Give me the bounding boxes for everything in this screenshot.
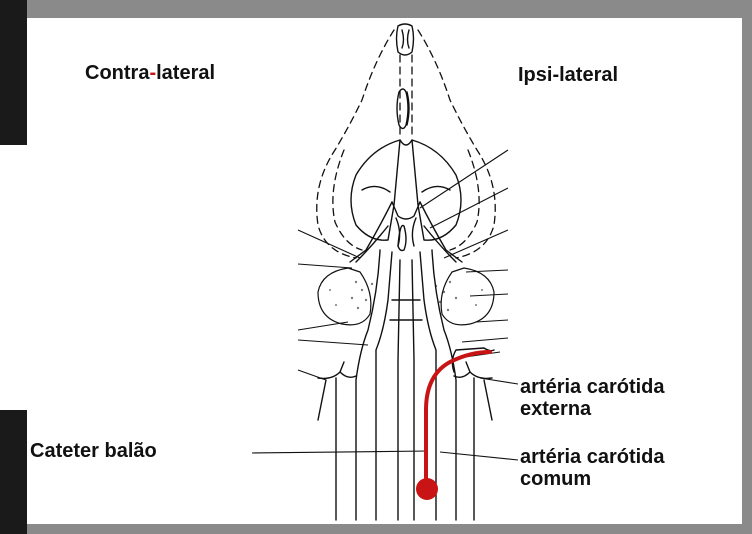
pointer-lines bbox=[252, 150, 518, 460]
label-externa-line1: artéria carótida bbox=[520, 376, 665, 398]
label-contra-lateral: Contra-lateral bbox=[85, 62, 215, 84]
label-cateter-balao: Cateter balão bbox=[30, 440, 157, 462]
pointer-comum bbox=[440, 452, 518, 460]
stipple-shading bbox=[329, 281, 483, 311]
label-ipsi-lateral: Ipsi-lateral bbox=[518, 64, 618, 86]
cerebral-hemispheres bbox=[351, 140, 461, 240]
pointer-cateter bbox=[252, 451, 428, 453]
label-comum-line2: comum bbox=[520, 468, 665, 490]
carotid-arteries bbox=[318, 348, 494, 520]
pointer-externa bbox=[480, 378, 518, 384]
circle-of-willis bbox=[350, 202, 462, 262]
olfactory-tract bbox=[397, 89, 409, 129]
label-externa-line2: externa bbox=[520, 398, 665, 420]
cerebellum bbox=[318, 268, 494, 325]
label-arteria-carotida-comum: artéria carótida comum bbox=[520, 446, 665, 490]
brainstem bbox=[356, 250, 456, 520]
label-arteria-carotida-externa: artéria carótida externa bbox=[520, 376, 665, 420]
olfactory-bulbs bbox=[397, 24, 414, 55]
balloon-tip bbox=[416, 478, 438, 500]
label-comum-line1: artéria carótida bbox=[520, 446, 665, 468]
skull-dashed-outline bbox=[317, 30, 495, 258]
